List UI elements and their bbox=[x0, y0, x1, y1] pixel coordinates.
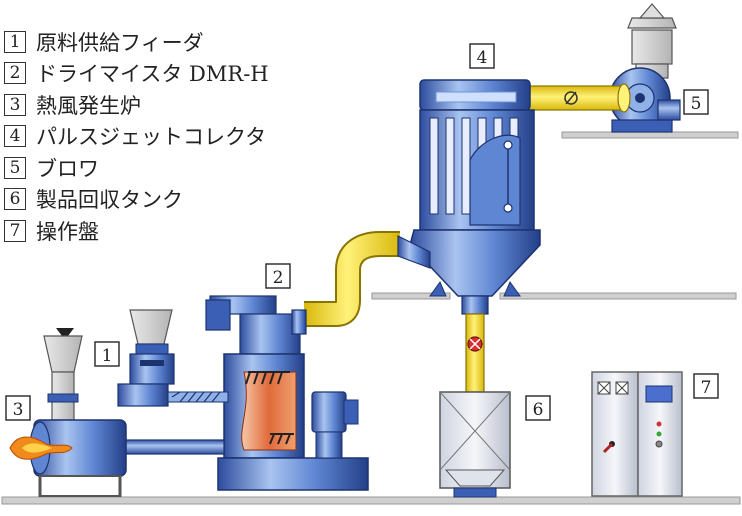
product-tank bbox=[439, 391, 511, 498]
legend-item: 5 ブロワ bbox=[4, 153, 269, 182]
discharge-chute bbox=[465, 313, 485, 393]
legend-label: 原料供給フィーダ bbox=[36, 30, 204, 55]
dryer-dmr-h bbox=[205, 295, 369, 491]
legend-label: ドライマイスタ DMR-H bbox=[36, 62, 269, 86]
legend-item: 3 熱風発生炉 bbox=[4, 90, 269, 119]
callout-5: 5 bbox=[683, 89, 709, 115]
callout-3: 3 bbox=[5, 395, 31, 421]
mid-floor-right bbox=[499, 292, 737, 300]
product-duct bbox=[304, 231, 431, 327]
mid-floor-left bbox=[371, 292, 451, 300]
callout-1: 1 bbox=[94, 341, 120, 367]
legend-number: 6 bbox=[4, 188, 26, 210]
hot-air-furnace bbox=[9, 328, 127, 497]
control-panel bbox=[591, 371, 683, 497]
callout-4: 4 bbox=[469, 43, 495, 69]
hot-air-duct bbox=[119, 439, 225, 455]
legend-number: 5 bbox=[4, 156, 26, 179]
upper-floor bbox=[561, 131, 739, 139]
legend-number: 2 bbox=[4, 62, 26, 84]
blower bbox=[609, 3, 681, 133]
legend-label: 操作盤 bbox=[36, 219, 99, 244]
legend-item: 6 製品回収タンク bbox=[4, 185, 269, 214]
callout-1-label: 1 bbox=[102, 346, 113, 366]
legend-label: ブロワ bbox=[36, 156, 99, 181]
raw-material-feeder bbox=[117, 309, 229, 407]
legend-label: 製品回収タンク bbox=[36, 188, 183, 212]
legend-item: 2 ドライマイスタ DMR-H bbox=[4, 59, 269, 88]
ground-floor bbox=[1, 496, 741, 505]
legend-label: パルスジェットコレクタ bbox=[36, 125, 267, 149]
legend-item: 4 パルスジェットコレクタ bbox=[4, 122, 269, 151]
legend-label: 熱風発生炉 bbox=[36, 93, 141, 118]
callout-4-label: 4 bbox=[477, 48, 488, 68]
callout-7: 7 bbox=[693, 373, 719, 399]
exhaust-duct bbox=[513, 83, 631, 113]
legend-number: 7 bbox=[4, 219, 26, 242]
pulse-jet-collector bbox=[409, 79, 541, 315]
legend-number: 3 bbox=[4, 93, 26, 116]
legend-item: 1 原料供給フィーダ bbox=[4, 27, 269, 56]
legend-number: 4 bbox=[4, 125, 26, 147]
callout-2-label: 2 bbox=[273, 268, 284, 288]
callout-3-label: 3 bbox=[13, 400, 24, 420]
legend-number: 1 bbox=[4, 30, 26, 53]
callout-7-label: 7 bbox=[701, 378, 712, 398]
callout-2: 2 bbox=[265, 263, 291, 289]
equipment-legend: 1 原料供給フィーダ 2 ドライマイスタ DMR-H 3 熱風発生炉 4 パルスジェット… bbox=[4, 27, 269, 248]
callout-6-label: 6 bbox=[533, 400, 544, 420]
legend-item: 7 操作盤 bbox=[4, 216, 269, 245]
callout-6: 6 bbox=[525, 395, 551, 421]
callout-5-label: 5 bbox=[691, 94, 702, 114]
